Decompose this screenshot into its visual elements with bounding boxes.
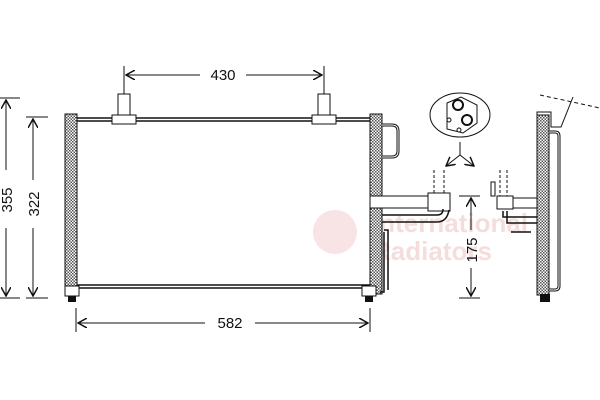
dimension-label: 582 xyxy=(217,315,242,332)
dimension-bracket-spacing: 430 xyxy=(123,66,325,96)
condenser-side-view xyxy=(490,94,600,302)
port-flange-detail xyxy=(429,92,491,166)
dimension-label: 175 xyxy=(464,237,481,262)
dimension-overall-width: 582 xyxy=(75,308,371,332)
dimension-label: 322 xyxy=(26,191,43,216)
watermark: International Radiators xyxy=(313,208,528,266)
condenser-front-view xyxy=(64,93,451,302)
dimension-label: 355 xyxy=(0,187,16,212)
dimension-overall-height: 355 xyxy=(0,97,20,299)
watermark-line2: Radiators xyxy=(372,236,492,266)
dimension-core-height: 322 xyxy=(26,116,48,299)
watermark-line1: International xyxy=(372,208,528,238)
dimension-port-height: 175 xyxy=(459,195,481,299)
dimension-label: 430 xyxy=(210,67,235,84)
